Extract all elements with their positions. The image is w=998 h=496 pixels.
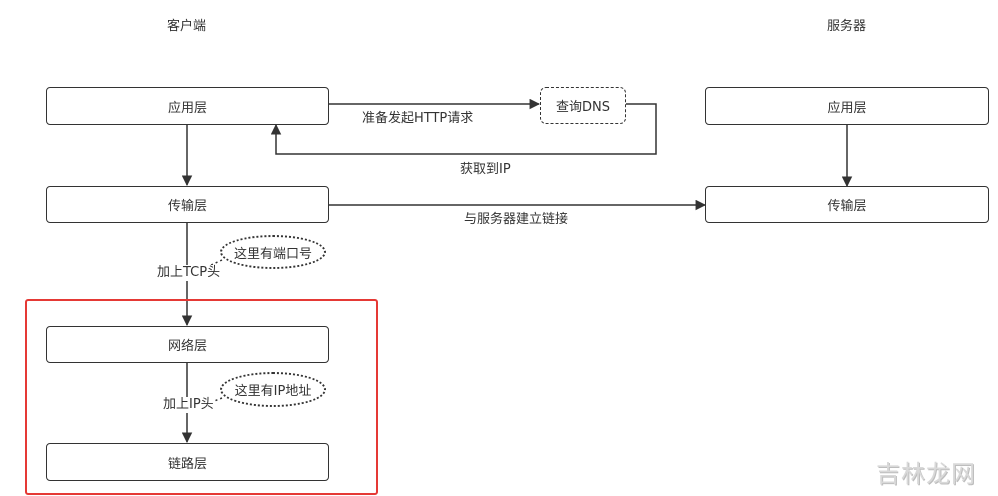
edge-label-add-ip: 加上IP头 bbox=[162, 397, 215, 413]
watermark-logo: 吉林龙网 bbox=[876, 459, 976, 488]
highlight-frame bbox=[25, 299, 378, 495]
note-ip-address: 这里有IP地址 bbox=[220, 372, 326, 407]
dns-query-box: 查询DNS bbox=[540, 87, 626, 124]
server-application-layer: 应用层 bbox=[705, 87, 989, 125]
edge-label-establish-link: 与服务器建立链接 bbox=[464, 212, 569, 227]
edge-dns-to-app bbox=[270, 103, 657, 155]
client-application-layer: 应用层 bbox=[46, 87, 329, 125]
server-header: 服务器 bbox=[827, 19, 867, 34]
edge-label-get-ip: 获取到IP bbox=[460, 162, 511, 177]
server-transport-layer: 传输层 bbox=[705, 186, 989, 223]
client-network-layer: 网络层 bbox=[46, 326, 329, 363]
client-transport-layer: 传输层 bbox=[46, 186, 329, 223]
client-header: 客户端 bbox=[167, 19, 207, 34]
edge-label-add-tcp: 加上TCP头 bbox=[156, 265, 222, 281]
client-link-layer: 链路层 bbox=[46, 443, 329, 481]
edge-label-prepare-http: 准备发起HTTP请求 bbox=[362, 111, 474, 126]
note-port-number: 这里有端口号 bbox=[220, 235, 326, 269]
